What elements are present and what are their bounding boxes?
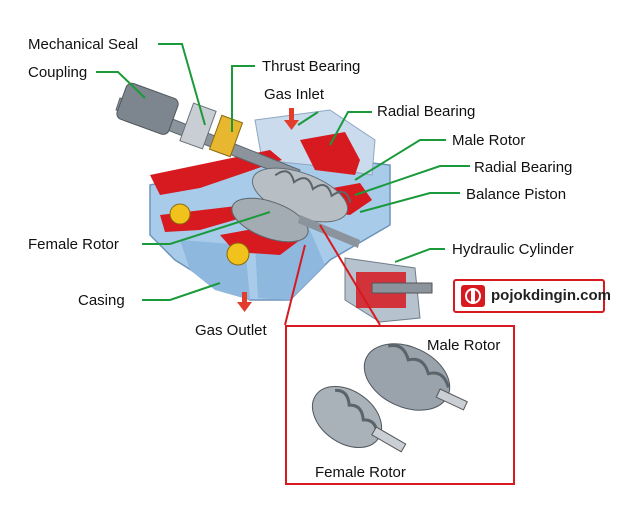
balance-piston-label: Balance Piston (466, 186, 567, 203)
inset-connector (284, 224, 381, 326)
male-rotor-label: Male Rotor (452, 132, 526, 149)
mechanical-seal-label: Mechanical Seal (28, 36, 139, 53)
inset-rotors (311, 343, 468, 453)
gas-inlet-label: Gas Inlet (264, 86, 325, 103)
gas-outlet-label: Gas Outlet (195, 322, 267, 339)
radial-bearing-top-label: Radial Bearing (377, 103, 476, 120)
female-rotor-label: Female Rotor (28, 236, 119, 253)
radial-bearing-mid-label: Radial Bearing (474, 159, 573, 176)
hydraulic-cylinder-label: Hydraulic Cylinder (452, 241, 574, 258)
brand-text: pojokdingin.com (491, 287, 611, 304)
rotor-pair (231, 167, 360, 248)
gas-inlet-arrow (284, 108, 299, 130)
coupling-label: Coupling (28, 64, 88, 81)
inset-female-rotor-label: Female Rotor (315, 464, 406, 481)
hydraulic-cylinder-body (344, 257, 433, 323)
rotor-inset: Male Rotor Female Rotor (285, 325, 515, 485)
inset-female-rotor (311, 386, 407, 453)
gas-outlet-arrow (237, 292, 252, 312)
callout-lines (96, 43, 470, 301)
inset-male-rotor (363, 343, 468, 411)
thrust-bearing-label: Thrust Bearing (262, 58, 361, 75)
bearing-flanges (169, 203, 250, 266)
inset-male-rotor-label: Male Rotor (427, 337, 501, 354)
casing-label: Casing (78, 292, 125, 309)
brand-mark-icon (461, 285, 485, 307)
brand-logo: pojokdingin.com (453, 279, 611, 313)
